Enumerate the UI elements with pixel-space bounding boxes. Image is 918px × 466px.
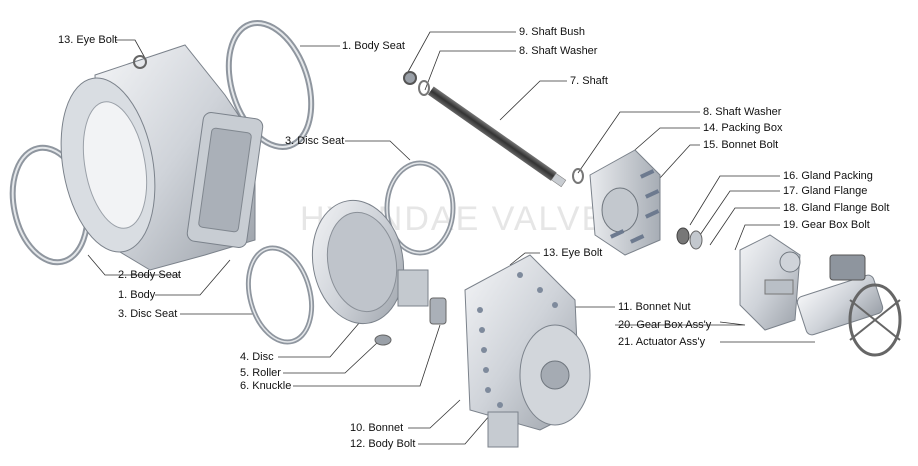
label-bonnet-bolt: 15. Bonnet Bolt	[703, 139, 779, 151]
label-packing-box: 14. Packing Box	[703, 122, 783, 134]
label-body: 1. Body	[118, 289, 156, 301]
roller	[374, 334, 392, 346]
label-shaft-washer-top: 8. Shaft Washer	[519, 45, 598, 57]
shaft	[427, 86, 567, 188]
label-gland-flange-bolt: 18. Gland Flange Bolt	[783, 202, 890, 214]
leader-lines	[87, 31, 815, 445]
label-shaft-washer-right: 8. Shaft Washer	[703, 106, 782, 118]
label-gland-flange: 17. Gland Flange	[783, 185, 868, 197]
shaft-washer-top	[418, 80, 430, 96]
gland-packing	[676, 227, 690, 245]
label-body-bolt: 12. Body Bolt	[350, 438, 416, 450]
disc-seat-ring-left	[245, 245, 315, 345]
label-roller: 5. Roller	[240, 367, 281, 379]
shaft-bush	[403, 71, 417, 85]
label-disc-seat-top: 3. Disc Seat	[285, 135, 345, 147]
label-shaft-bush: 9. Shaft Bush	[519, 26, 586, 38]
label-knuckle: 6. Knuckle	[240, 380, 292, 392]
label-disc-seat-bottom: 3. Disc Seat	[118, 308, 178, 320]
disc	[311, 199, 429, 325]
packing-box	[589, 149, 661, 256]
shaft-washer-right	[572, 168, 584, 184]
valve-body	[60, 44, 264, 271]
gear-box-assy	[739, 234, 801, 331]
label-body-seat-1: 1. Body Seat	[342, 40, 405, 52]
label-disc: 4. Disc	[240, 351, 274, 363]
label-body-seat-2: 2. Body Seat	[118, 269, 181, 281]
knuckle	[429, 297, 447, 325]
label-eye-bolt-top: 13. Eye Bolt	[58, 34, 118, 46]
actuator-assy	[796, 254, 902, 357]
label-bonnet: 10. Bonnet	[350, 422, 404, 434]
bonnet	[464, 254, 591, 448]
label-bonnet-nut: 11. Bonnet Nut	[618, 301, 691, 313]
label-shaft: 7. Shaft	[570, 75, 608, 87]
label-actuator-assy: 21. Actuator Ass'y	[618, 336, 706, 348]
label-eye-bolt-bottom: 13. Eye Bolt	[543, 247, 603, 259]
gland-flange	[689, 230, 703, 250]
label-gear-box-bolt: 19. Gear Box Bolt	[783, 219, 870, 231]
label-gland-packing: 16. Gland Packing	[783, 170, 873, 182]
label-gear-box-assy: 20. Gear Box Ass'y	[618, 319, 712, 331]
